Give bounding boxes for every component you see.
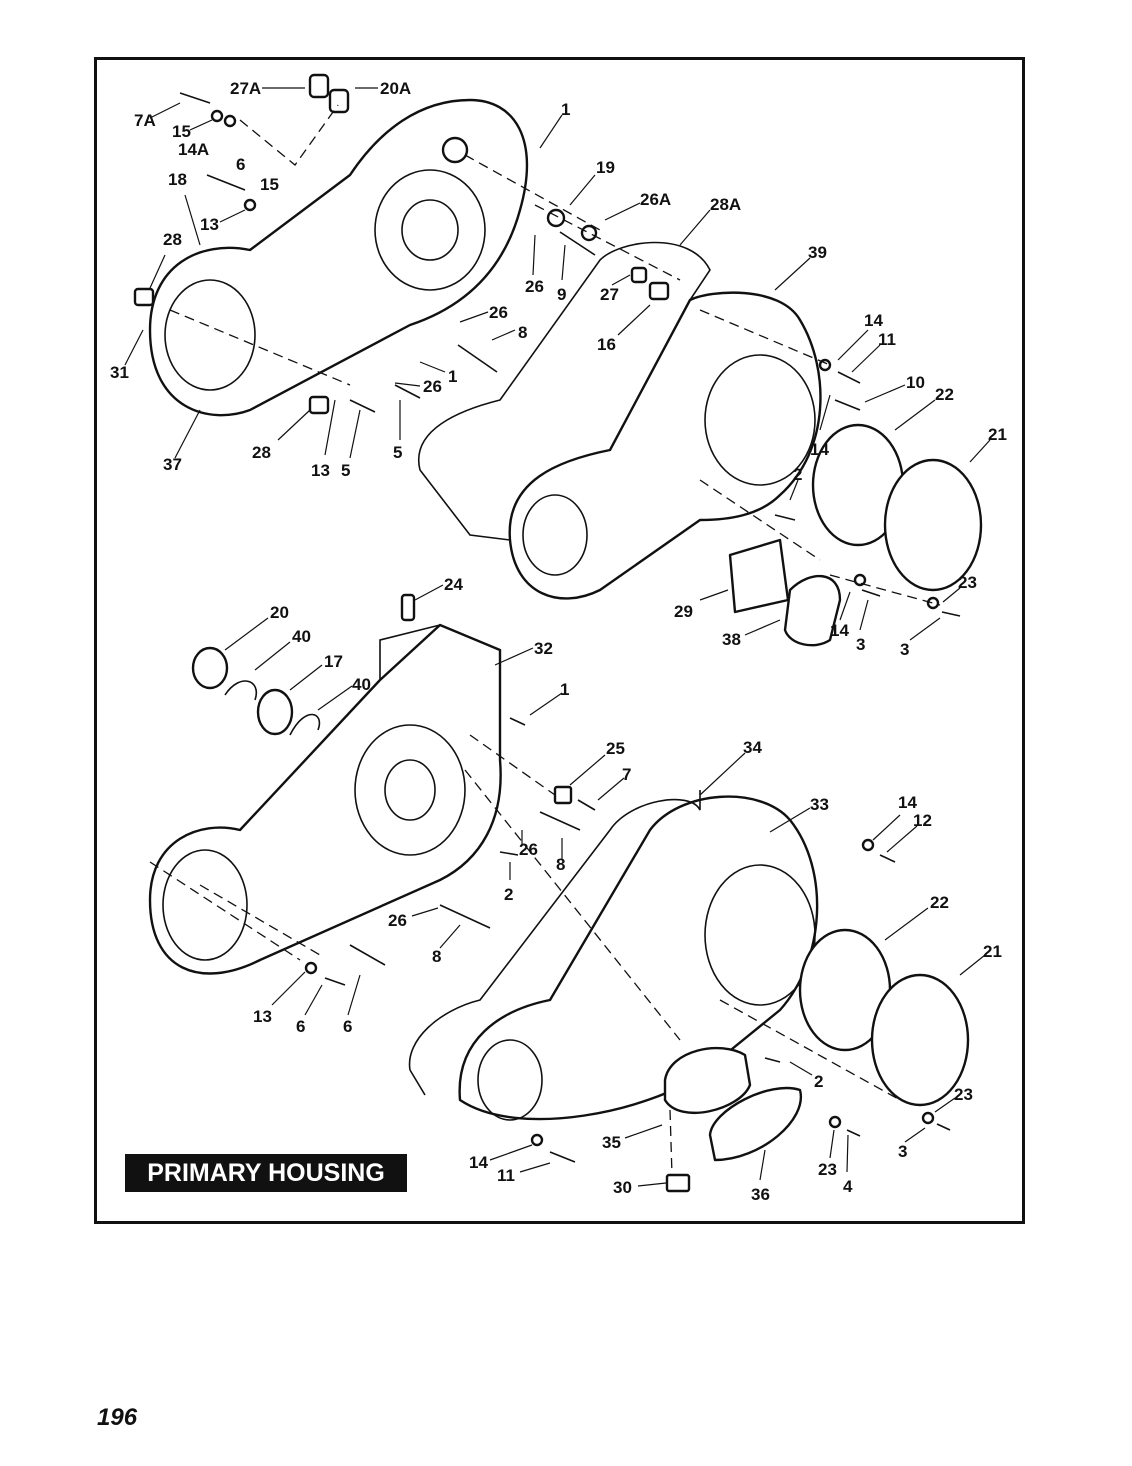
callout-1b: 1	[448, 367, 457, 386]
callout-14c: 14	[830, 621, 849, 640]
callout-22a: 22	[935, 385, 954, 404]
callout-26a-label: 26A	[640, 190, 671, 209]
callout-16: 16	[597, 335, 616, 354]
upper-dashed-guides	[169, 104, 941, 606]
upper-outer-cover	[508, 291, 822, 600]
callout-6a: 6	[236, 155, 245, 174]
callout-37: 37	[163, 455, 182, 474]
callout-11a: 11	[878, 330, 896, 349]
callout-12: 12	[913, 811, 932, 830]
callout-20a: 20A	[380, 79, 411, 98]
callout-7: 7	[622, 765, 631, 784]
callout-26d: 26	[519, 840, 538, 859]
callout-26c: 26	[525, 277, 544, 296]
callout-40a: 40	[292, 627, 311, 646]
callout-23b: 23	[954, 1085, 973, 1104]
callout-2c: 2	[814, 1072, 823, 1091]
callout-31: 31	[110, 363, 129, 382]
callout-15a: 15	[172, 122, 191, 141]
callout-36: 36	[751, 1185, 770, 1204]
page-number: 196	[97, 1404, 138, 1431]
callout-30: 30	[613, 1178, 632, 1197]
callout-6c: 6	[343, 1017, 352, 1036]
upper-inspection-gasket	[728, 538, 790, 614]
upper-gasket	[417, 241, 711, 541]
callout-8a: 8	[518, 323, 527, 342]
callout-6b: 6	[296, 1017, 305, 1036]
lower-insert	[665, 1173, 691, 1193]
title-banner	[125, 1154, 407, 1192]
callout-13c: 13	[253, 1007, 272, 1026]
callout-9: 9	[557, 285, 566, 304]
callout-28b: 28	[252, 443, 271, 462]
callout-13b: 13	[311, 461, 330, 480]
callout-8b: 8	[556, 855, 565, 874]
callout-26e: 26	[388, 911, 407, 930]
callout-28a: 28	[163, 230, 182, 249]
lower-inspection-cover	[708, 1086, 803, 1162]
callout-29: 29	[674, 602, 693, 621]
upper-inspection-cover	[783, 575, 842, 647]
callout-2a: 2	[793, 465, 802, 484]
lower-gasket	[408, 790, 701, 1096]
callout-23c: 23	[818, 1160, 837, 1179]
callout-25: 25	[606, 739, 625, 758]
callout-22b: 22	[930, 893, 949, 912]
callout-28a-label: 28A	[710, 195, 741, 214]
callout-21a: 21	[988, 425, 1007, 444]
callout-20: 20	[270, 603, 289, 622]
callout-5a: 5	[341, 461, 350, 480]
lower-inspection-gasket	[663, 1047, 752, 1115]
lower-callouts: 24 20 40 17 40 32 1 25 7 34 33 14 12 26 …	[224, 575, 1002, 1204]
callout-26b: 26	[489, 303, 508, 322]
callout-38: 38	[722, 630, 741, 649]
callout-23a: 23	[958, 573, 977, 592]
callout-19: 19	[596, 158, 615, 177]
callout-32: 32	[534, 639, 553, 658]
callout-14b: 14	[810, 440, 829, 459]
callout-14a: 14A	[178, 140, 209, 159]
callout-14e: 14	[469, 1153, 488, 1172]
lower-inner-housing	[148, 623, 502, 975]
callout-27: 27	[600, 285, 619, 304]
callout-40b: 40	[352, 675, 371, 694]
callout-26a: 26	[423, 377, 442, 396]
callout-1a: 1	[561, 100, 570, 119]
diagram-frame	[94, 57, 1025, 1224]
callout-1c: 1	[560, 680, 569, 699]
callout-35: 35	[602, 1133, 621, 1152]
callout-18: 18	[168, 170, 187, 189]
upper-derby-cover	[883, 458, 983, 592]
callout-3b: 3	[900, 640, 909, 659]
callout-3c: 3	[898, 1142, 907, 1161]
callout-39: 39	[808, 243, 827, 262]
callout-4: 4	[843, 1177, 853, 1196]
upper-inner-housing	[148, 98, 529, 417]
callout-17: 17	[324, 652, 343, 671]
upper-fasteners	[133, 73, 961, 617]
callout-15b: 15	[260, 175, 279, 194]
callout-8c: 8	[432, 947, 441, 966]
lower-fasteners	[191, 593, 951, 1163]
callout-14d: 14	[898, 793, 917, 812]
callout-3a: 3	[856, 635, 865, 654]
callout-5b: 5	[393, 443, 402, 462]
callout-33: 33	[810, 795, 829, 814]
callout-24: 24	[444, 575, 463, 594]
callout-7a: 7A	[134, 111, 156, 130]
callout-2b: 2	[504, 885, 513, 904]
callout-14a-label: 14	[864, 311, 883, 330]
diagram-title: PRIMARY HOUSING	[147, 1159, 385, 1187]
lower-derby-cover	[870, 973, 970, 1107]
callout-34: 34	[743, 738, 762, 757]
upper-callouts: 27A 20A 7A 15 14A 6 18 15 13 28 31 37 28…	[110, 79, 1007, 659]
callout-27a: 27A	[230, 79, 261, 98]
callout-21b: 21	[983, 942, 1002, 961]
callout-10: 10	[906, 373, 925, 392]
callout-13a: 13	[200, 215, 219, 234]
lower-dashed-guides	[149, 734, 901, 1176]
callout-11b: 11	[497, 1166, 515, 1185]
lower-outer-cover	[458, 795, 819, 1121]
